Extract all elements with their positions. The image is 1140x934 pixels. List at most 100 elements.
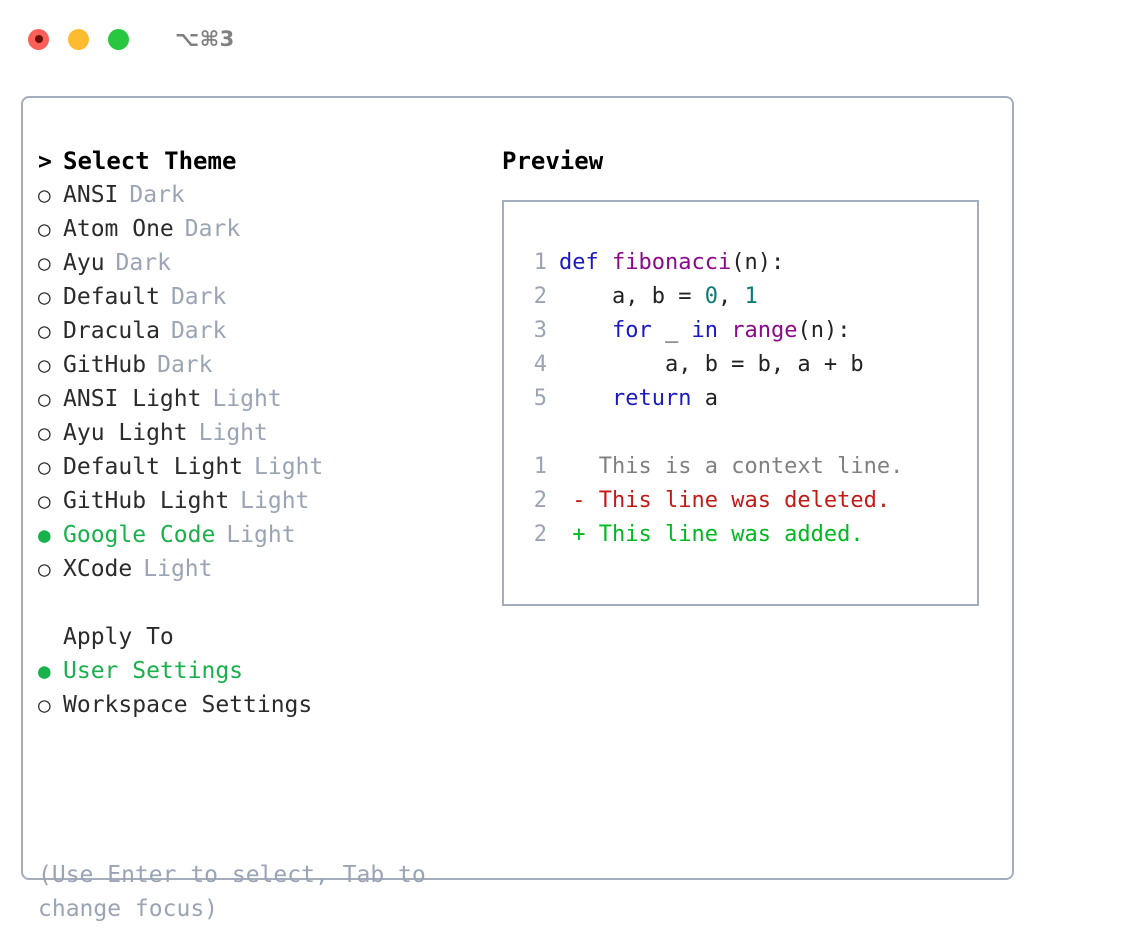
theme-list-item[interactable]: ○ Atom One Dark: [38, 212, 478, 246]
theme-list-item[interactable]: ○ Ayu Dark: [38, 246, 478, 280]
apply-to-item-label: User Settings: [63, 658, 244, 684]
theme-name-label: Atom One: [63, 216, 174, 242]
theme-name-label: Dracula: [63, 318, 160, 344]
code-line: 1 def fibonacci(n):: [504, 246, 977, 280]
code-token: in: [691, 318, 718, 343]
theme-name-label: Ayu Light: [63, 420, 188, 446]
theme-list-item[interactable]: ○ ANSI Dark: [38, 178, 478, 212]
theme-variant-tag: Dark: [115, 250, 171, 276]
maximize-window-button[interactable]: [108, 28, 129, 50]
theme-variant-tag: Dark: [129, 182, 185, 208]
code-token: a, b = b, a + b: [559, 352, 864, 377]
diff-line-text: This is a context line.: [598, 454, 904, 479]
diff-line-text: This line was added.: [598, 522, 864, 547]
code-token: return: [611, 386, 692, 411]
code-token: _: [651, 318, 692, 343]
diff-line: 1 This is a context line.: [504, 450, 977, 484]
apply-to-item[interactable]: ● User Settings: [38, 654, 478, 688]
apply-to-item-label: Workspace Settings: [63, 692, 313, 718]
theme-variant-tag: Dark: [170, 284, 227, 310]
diff-sign: +: [559, 522, 599, 547]
radio-unselected-icon[interactable]: ○: [38, 455, 51, 479]
theme-name-label: XCode: [63, 556, 133, 582]
theme-name-label: GitHub Light: [63, 488, 230, 514]
theme-name-label: Default: [63, 284, 160, 310]
code-token: a: [691, 386, 718, 411]
theme-name-label: Ayu: [63, 250, 105, 276]
code-token: def: [559, 250, 612, 275]
radio-selected-icon[interactable]: ●: [38, 523, 51, 547]
apply-to-heading-label: Apply To: [63, 624, 174, 650]
code-token: range: [731, 318, 798, 343]
code-line-content: a, b = 0, 1: [559, 280, 758, 314]
code-token: 1: [744, 284, 758, 309]
code-token: [718, 318, 731, 343]
radio-unselected-icon[interactable]: ○: [38, 319, 51, 343]
code-token: (n):: [797, 318, 851, 343]
code-token: ,: [717, 284, 745, 309]
theme-variant-tag: Dark: [157, 352, 213, 378]
theme-variant-tag: Light: [254, 454, 324, 480]
code-line-content: return a: [559, 382, 718, 416]
line-number: 1: [533, 250, 547, 275]
code-token: for: [611, 318, 652, 343]
radio-unselected-icon[interactable]: ○: [38, 387, 51, 411]
radio-unselected-icon[interactable]: ○: [38, 421, 51, 445]
radio-unselected-icon[interactable]: ○: [38, 183, 51, 207]
apply-to-section: ○ Apply To ● User Settings ○ Workspace Sett…: [38, 620, 478, 722]
select-theme-heading: > Select Theme: [38, 144, 478, 178]
theme-name-label: ANSI: [63, 182, 119, 208]
code-token: [559, 318, 612, 343]
close-window-button[interactable]: [28, 28, 49, 50]
minimize-window-button[interactable]: [68, 28, 89, 50]
line-number: 5: [533, 386, 547, 411]
theme-variant-tag: Light: [198, 420, 268, 446]
diff-line: 2 + This line was added.: [504, 518, 977, 552]
section-gap: [38, 586, 478, 620]
code-token: [559, 386, 612, 411]
code-line: 4 a, b = b, a + b: [504, 348, 977, 382]
radio-unselected-icon[interactable]: ○: [38, 285, 51, 309]
radio-unselected-icon[interactable]: ○: [38, 217, 51, 241]
theme-name-label: ANSI Light: [63, 386, 202, 412]
theme-list-item[interactable]: ○ Ayu Light Light: [38, 416, 478, 450]
select-theme-heading-label: Select Theme: [63, 147, 237, 175]
code-line-content: def fibonacci(n):: [559, 246, 784, 280]
code-token: a, b =: [559, 284, 705, 309]
apply-to-list[interactable]: ● User Settings ○ Workspace Settings: [38, 654, 478, 722]
code-line: 3 for _ in range(n):: [504, 314, 977, 348]
caret-icon: >: [38, 149, 52, 175]
line-number: 1: [533, 454, 547, 479]
apply-to-item[interactable]: ○ Workspace Settings: [38, 688, 478, 722]
diff-sign: [559, 450, 599, 484]
radio-unselected-icon[interactable]: ○: [38, 353, 51, 377]
preview-heading-label: Preview: [502, 147, 604, 175]
line-number: 2: [533, 284, 547, 309]
theme-list-item[interactable]: ○ Default Dark: [38, 280, 478, 314]
diff-line: 2 - This line was deleted.: [504, 484, 977, 518]
line-number: 4: [533, 352, 547, 377]
code-line: 2 a, b = 0, 1: [504, 280, 977, 314]
theme-variant-tag: Dark: [184, 216, 241, 242]
code-gap: [504, 416, 977, 450]
radio-unselected-icon[interactable]: ○: [38, 557, 51, 581]
code-line: 5 return a: [504, 382, 977, 416]
radio-unselected-icon[interactable]: ○: [38, 489, 51, 513]
radio-selected-icon[interactable]: ●: [38, 659, 51, 683]
radio-unselected-icon[interactable]: ○: [38, 693, 51, 717]
keyboard-hint-text: (Use Enter to select, Tab to change focu…: [38, 862, 440, 922]
radio-unselected-icon[interactable]: ○: [38, 251, 51, 275]
